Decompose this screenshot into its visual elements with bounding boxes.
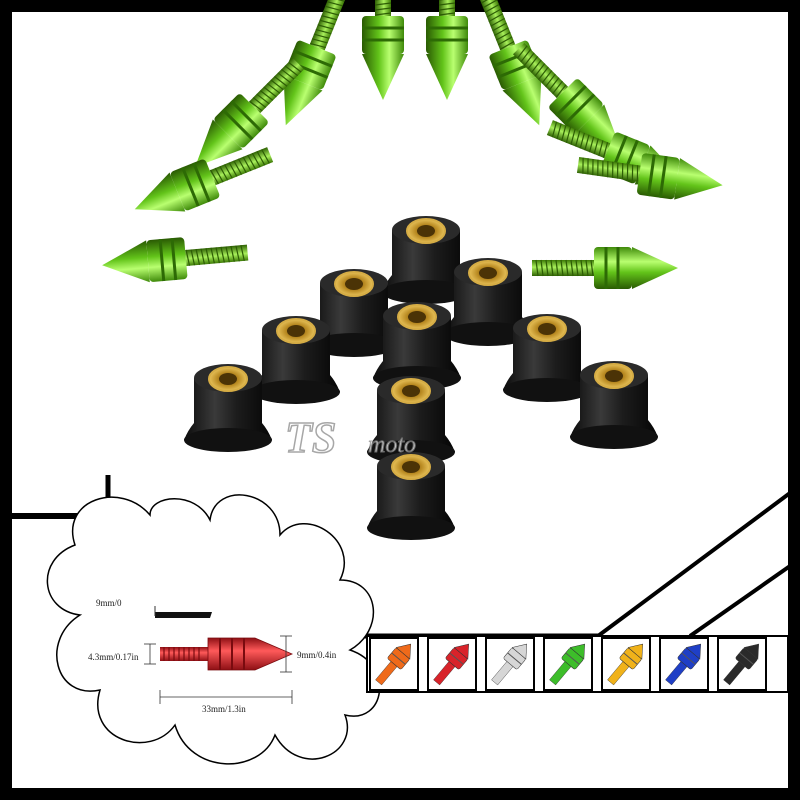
well-nut <box>444 258 532 346</box>
well-nut <box>382 216 470 304</box>
watermark: TS moto <box>284 412 416 463</box>
watermark-suffix: moto <box>368 432 416 458</box>
spike-bolt <box>426 0 468 100</box>
swatch-gold[interactable] <box>601 637 651 691</box>
swatch-silver[interactable] <box>485 637 535 691</box>
spec-cloud <box>46 494 381 765</box>
color-swatch-strip <box>366 635 789 693</box>
swatch-blue[interactable] <box>659 637 709 691</box>
well-nut <box>367 376 455 464</box>
well-nut <box>184 364 272 452</box>
dimension-lines <box>144 635 293 704</box>
spike-bolt <box>134 147 274 212</box>
green-spike-bolts <box>102 0 723 289</box>
head-height-label: 9mm/0 <box>96 598 122 608</box>
well-nut <box>310 269 398 357</box>
watermark-brand: TS <box>285 413 336 462</box>
thread-diameter-label: 4.3mm/0.17in <box>88 652 139 662</box>
spike-bolt <box>532 247 678 289</box>
spike-bolt <box>512 42 622 152</box>
spike-bolt <box>195 57 305 167</box>
swatch-black[interactable] <box>717 637 767 691</box>
spike-bolt <box>283 0 348 126</box>
well-nut <box>373 302 461 390</box>
well-nut <box>252 316 340 404</box>
well-nut <box>503 314 591 402</box>
well-nut <box>367 452 455 540</box>
swatch-green[interactable] <box>543 637 593 691</box>
swatch-red[interactable] <box>427 637 477 691</box>
rubber-well-nuts <box>184 216 658 540</box>
swatch-orange[interactable] <box>369 637 419 691</box>
spike-bolt <box>362 0 404 100</box>
head-diameter-label: 9mm/0.4in <box>297 650 337 660</box>
well-nut <box>570 361 658 449</box>
diagram-bolt <box>160 637 294 671</box>
spike-bolt <box>102 237 249 283</box>
length-label: 33mm/1.3in <box>202 704 246 714</box>
head-profile <box>154 606 212 618</box>
spike-bolt <box>576 153 723 200</box>
